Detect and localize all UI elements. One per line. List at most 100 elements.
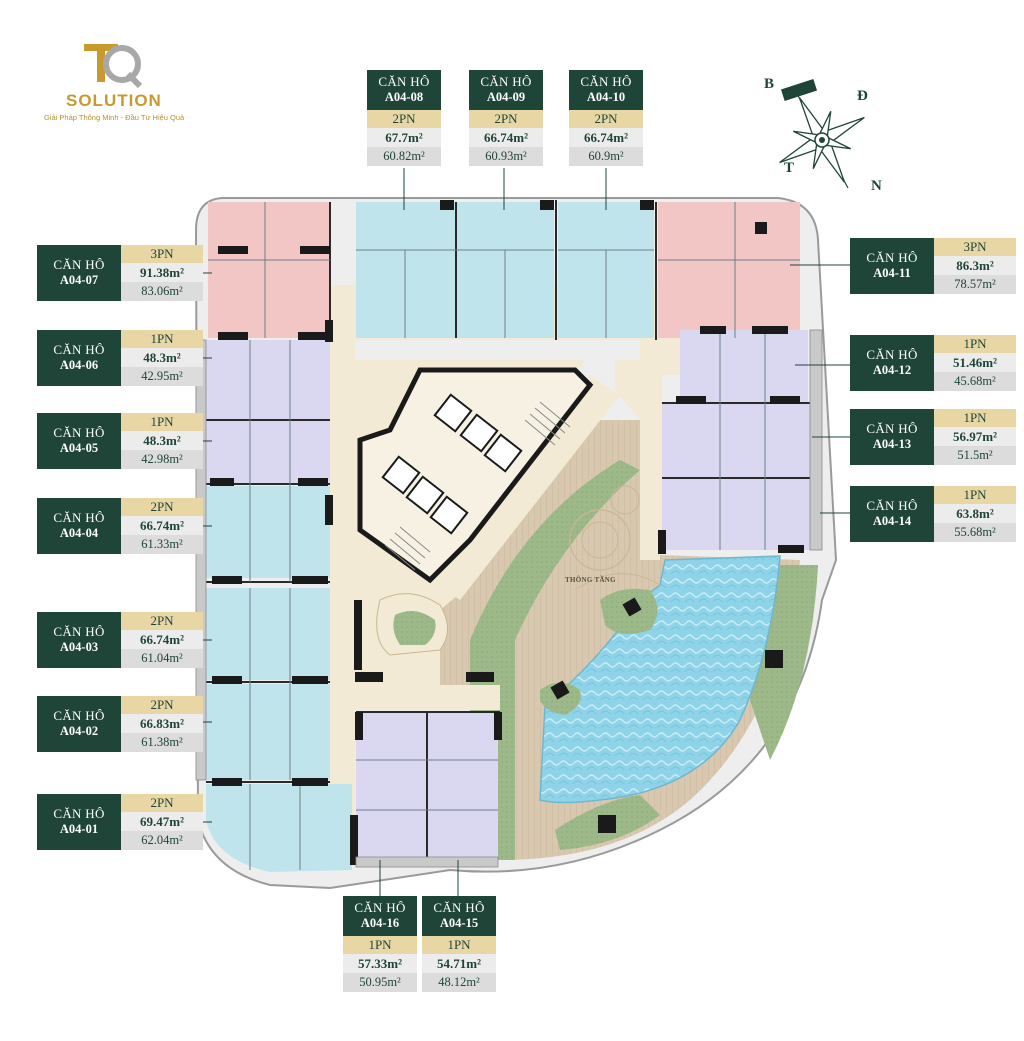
unit-a04-11-floor [658,202,800,338]
core [357,367,594,584]
unit-net-area: 45.68m² [934,372,1016,391]
unit-net-area: 42.98m² [121,450,203,469]
atrium-label: THÔNG TẦNG [565,576,616,584]
unit-gross-area: 51.46m² [934,353,1016,372]
unit-gross-area: 66.74m² [121,630,203,649]
compass-rose [779,79,865,189]
unit-net-area: 42.95m² [121,367,203,386]
compass-north-label: B [764,76,775,92]
unit-type: 1PN [934,409,1016,427]
unit-net-area: 60.82m² [367,147,441,166]
unit-gross-area: 63.8m² [934,504,1016,523]
unit-type: 2PN [569,110,643,128]
unit-gross-area: 56.97m² [934,427,1016,446]
corridor-east [640,340,662,555]
unit-a04-03-floor [206,588,330,680]
unit-type: 2PN [121,612,203,630]
unit-a04-07-floor [208,202,330,338]
unit-gross-area: 66.83m² [121,714,203,733]
unit-a04-13-floor [662,404,812,478]
brand-tagline: Giải Pháp Thông Minh - Đầu Tư Hiệu Quả [44,113,185,122]
unit-gross-area: 66.74m² [121,516,203,535]
unit-type: 1PN [934,486,1016,504]
unit-net-area: 60.9m² [569,147,643,166]
unit-gross-area: 69.47m² [121,812,203,831]
unit-gross-area: 67.7m² [367,128,441,147]
unit-net-area: 78.57m² [934,275,1016,294]
brand-name: SOLUTION [66,91,162,110]
pool-island-2 [540,682,581,715]
unit-a04-14-floor [662,478,818,550]
unit-type: 2PN [367,110,441,128]
lawn-strip [470,460,640,860]
unit-net-area: 61.38m² [121,733,203,752]
unit-gross-area: 57.33m² [343,954,417,973]
unit-type: 3PN [934,238,1016,256]
unit-gross-area: 91.38m² [121,263,203,282]
unit-type: 1PN [422,936,496,954]
unit-a04-06-floor [206,340,330,420]
unit-a04-08-floor [356,202,456,338]
unit-a04-15-floor [428,712,498,857]
unit-net-area: 50.95m² [343,973,417,992]
unit-a04-16-floor [356,712,426,857]
unit-net-area: 62.04m² [121,831,203,850]
unit-a04-02-floor [206,684,330,780]
unit-net-area: 61.33m² [121,535,203,554]
unit-gross-area: 86.3m² [934,256,1016,275]
corridor-south [330,685,500,710]
unit-net-area: 83.06m² [121,282,203,301]
unit-a04-05-floor [206,420,330,484]
unit-gross-area: 66.74m² [469,128,543,147]
compass-east-label: Đ [857,88,868,104]
unit-type: 2PN [121,794,203,812]
unit-a04-12-floor [680,330,808,402]
unit-a04-01-floor [206,784,352,872]
unit-type: 2PN [469,110,543,128]
unit-type: 1PN [121,330,203,348]
compass-south-label: N [871,178,882,194]
unit-type: 3PN [121,245,203,263]
unit-net-area: 61.04m² [121,649,203,668]
unit-gross-area: 48.3m² [121,431,203,450]
kiosk-south [598,815,616,833]
unit-net-area: 60.93m² [469,147,543,166]
kiosk-east [765,650,783,668]
logo-mark [84,44,143,89]
unit-net-area: 48.12m² [422,973,496,992]
unit-type: 1PN [121,413,203,431]
diagonal-corridor [430,375,620,600]
unit-gross-area: 66.74m² [569,128,643,147]
